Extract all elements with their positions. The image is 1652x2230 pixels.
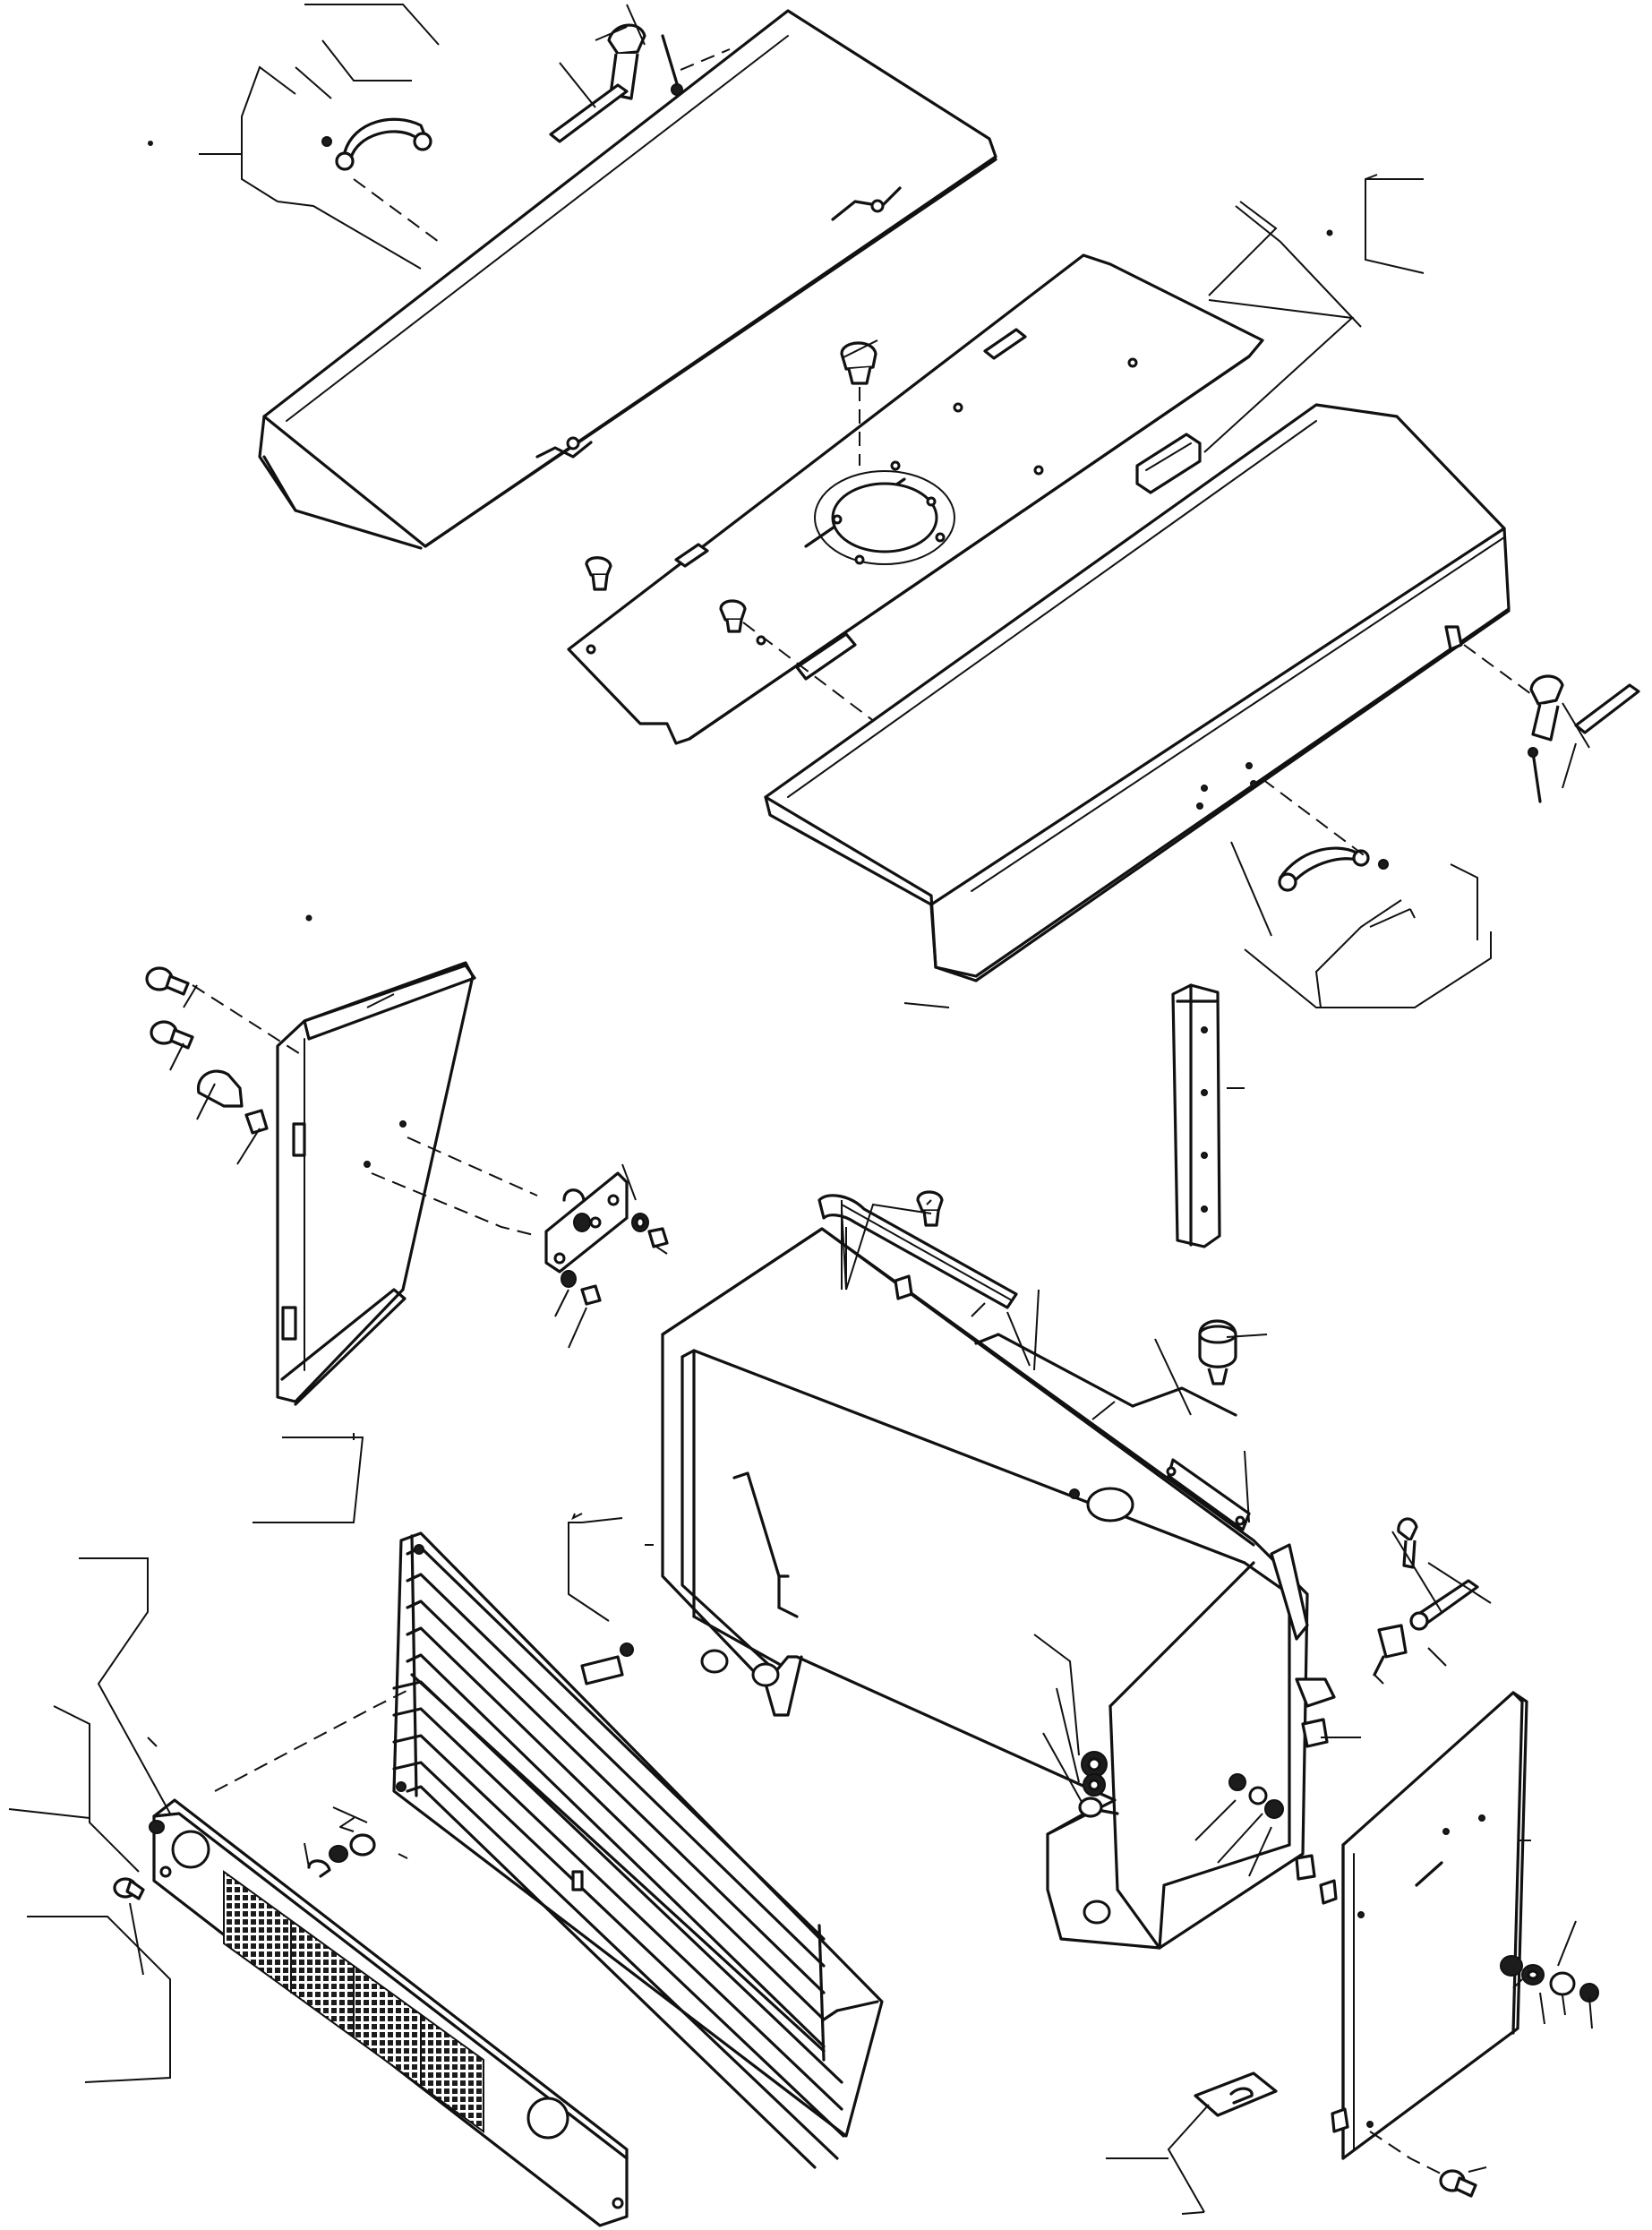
housing-cap bbox=[1198, 1319, 1237, 1385]
stray-dot-2 bbox=[305, 914, 312, 922]
left-door-hinge bbox=[544, 1171, 669, 1306]
right-side-latch-parts bbox=[1373, 1517, 1479, 1677]
top-hood-panel bbox=[258, 9, 997, 550]
left-door-axis-line-2 bbox=[407, 1136, 538, 1196]
support-post bbox=[1171, 983, 1221, 1248]
right-door-bolt bbox=[1439, 2169, 1477, 2198]
left-door-axis-line-1 bbox=[192, 984, 305, 1058]
right-latch-axis-line bbox=[1463, 644, 1532, 695]
right-hood-handle bbox=[1278, 846, 1389, 892]
right-side-door bbox=[1319, 1691, 1528, 2160]
grille-axis-line bbox=[214, 1687, 413, 1792]
stray-dot-3 bbox=[148, 141, 153, 146]
housing-fasteners bbox=[1078, 1751, 1284, 1819]
plate-left-knob bbox=[585, 556, 612, 591]
left-door-axis-line-3 bbox=[371, 1172, 538, 1237]
housing-side-bracket bbox=[1270, 1543, 1336, 1881]
front-grille-panel bbox=[152, 1798, 629, 2227]
right-door-fasteners bbox=[1500, 1955, 1599, 2003]
left-side-door bbox=[276, 961, 476, 1406]
top-hood-handle bbox=[321, 117, 432, 171]
housing-top-knob bbox=[916, 1190, 944, 1227]
plate-lower-knob bbox=[719, 599, 747, 633]
left-door-bolts bbox=[145, 966, 269, 1135]
front-panel-bolts bbox=[113, 1820, 165, 1900]
shim-plate bbox=[1194, 2071, 1278, 2117]
grille-fasteners bbox=[307, 1817, 376, 1878]
plate-hinge-bracket bbox=[1135, 433, 1202, 494]
housing-top-rail bbox=[817, 1194, 1251, 1531]
right-hood-latch bbox=[1528, 674, 1640, 803]
right-hood-panel bbox=[764, 403, 1511, 982]
hood-handle-axis-line bbox=[353, 178, 440, 243]
plate-knob bbox=[840, 341, 877, 385]
plate-bolt-axis-line bbox=[742, 622, 883, 728]
top-hood-latch bbox=[549, 23, 683, 143]
radiator-grille bbox=[392, 1531, 884, 2169]
right-door-axis-line bbox=[1369, 2131, 1447, 2177]
stray-dot-1 bbox=[1326, 229, 1333, 236]
callout-leader-lines bbox=[8, 4, 1593, 2215]
hood-latch-axis-line bbox=[680, 48, 731, 71]
right-handle-axis-line bbox=[1262, 778, 1371, 861]
